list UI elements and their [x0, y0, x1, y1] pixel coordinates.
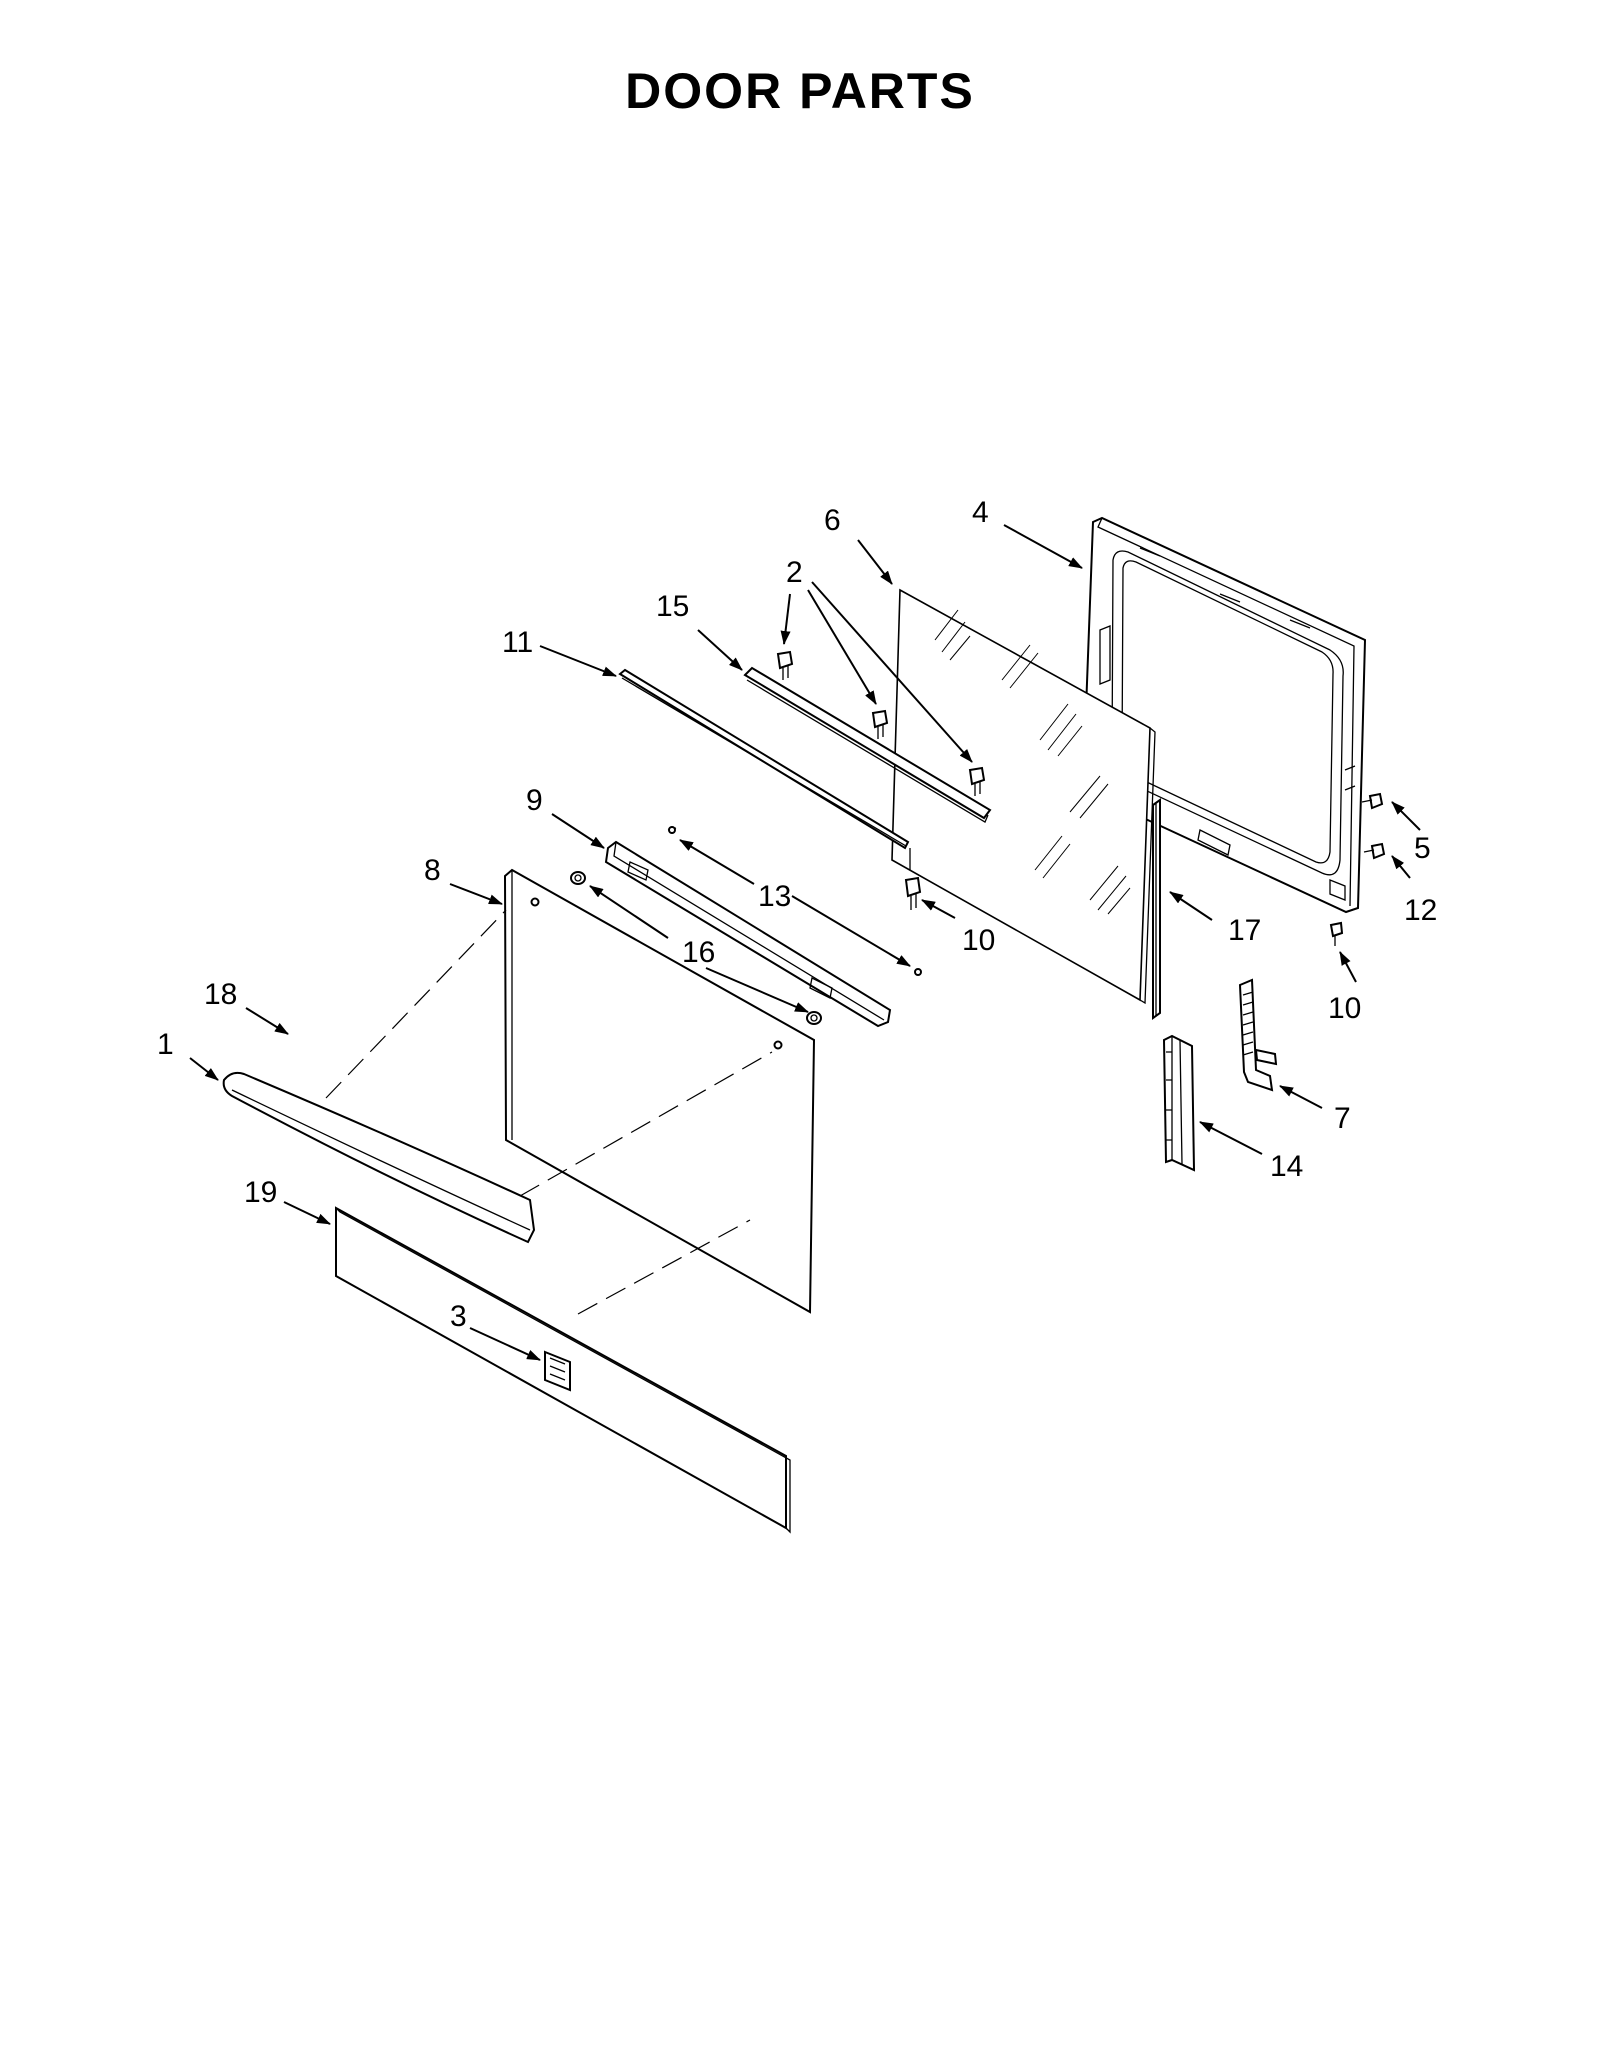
part-16-grommets: [570, 871, 822, 1025]
callout-10-right: 10: [1328, 992, 1361, 1025]
callout-3: 3: [450, 1300, 467, 1333]
callout-17: 17: [1228, 914, 1261, 947]
callout-16: 16: [682, 936, 715, 969]
callout-19: 19: [244, 1176, 277, 1209]
callout-11: 11: [502, 626, 533, 659]
callout-6: 6: [824, 504, 841, 537]
callout-13: 13: [758, 880, 791, 913]
callout-9: 9: [526, 784, 543, 817]
part-11-top-trim: [618, 668, 910, 850]
part-14-hinge-channel: [1162, 1034, 1196, 1172]
part-3-badge: [544, 1350, 571, 1392]
callout-8: 8: [424, 854, 441, 887]
part-17-side-channel: [1152, 798, 1161, 1020]
callout-10-center: 10: [962, 924, 995, 957]
part-8-outer-door-panel: [503, 868, 816, 1314]
part-7-hinge: [1238, 978, 1278, 1092]
callout-2: 2: [786, 556, 803, 589]
part-12-screw: [1363, 842, 1386, 860]
part-15-glass-retainer: [743, 666, 992, 823]
callout-labels: 1 18 19 3 8 9 11 15 2 6 4 5 12 10 7 14 1…: [157, 496, 1437, 1333]
callout-7: 7: [1334, 1102, 1351, 1135]
part-5-screw: [1361, 792, 1384, 810]
part-1-door-handle: [222, 1071, 536, 1244]
callout-4: 4: [972, 496, 989, 529]
part-2-screws: [776, 650, 986, 796]
callout-1: 1: [157, 1028, 174, 1061]
callout-18: 18: [204, 978, 237, 1011]
callout-5: 5: [1414, 832, 1431, 865]
callout-12: 12: [1404, 894, 1437, 927]
callout-15: 15: [656, 590, 689, 623]
callout-14: 14: [1270, 1150, 1303, 1183]
diagram-title: DOOR PARTS: [625, 63, 975, 119]
alignment-lines: [325, 909, 773, 1315]
part-6-door-glass: [891, 588, 1156, 1005]
part-13-screws: [667, 826, 922, 976]
part-10-screws: [904, 848, 1344, 946]
part-9-hinge-bracket: [604, 840, 892, 1028]
leader-lines: [189, 524, 1421, 1361]
